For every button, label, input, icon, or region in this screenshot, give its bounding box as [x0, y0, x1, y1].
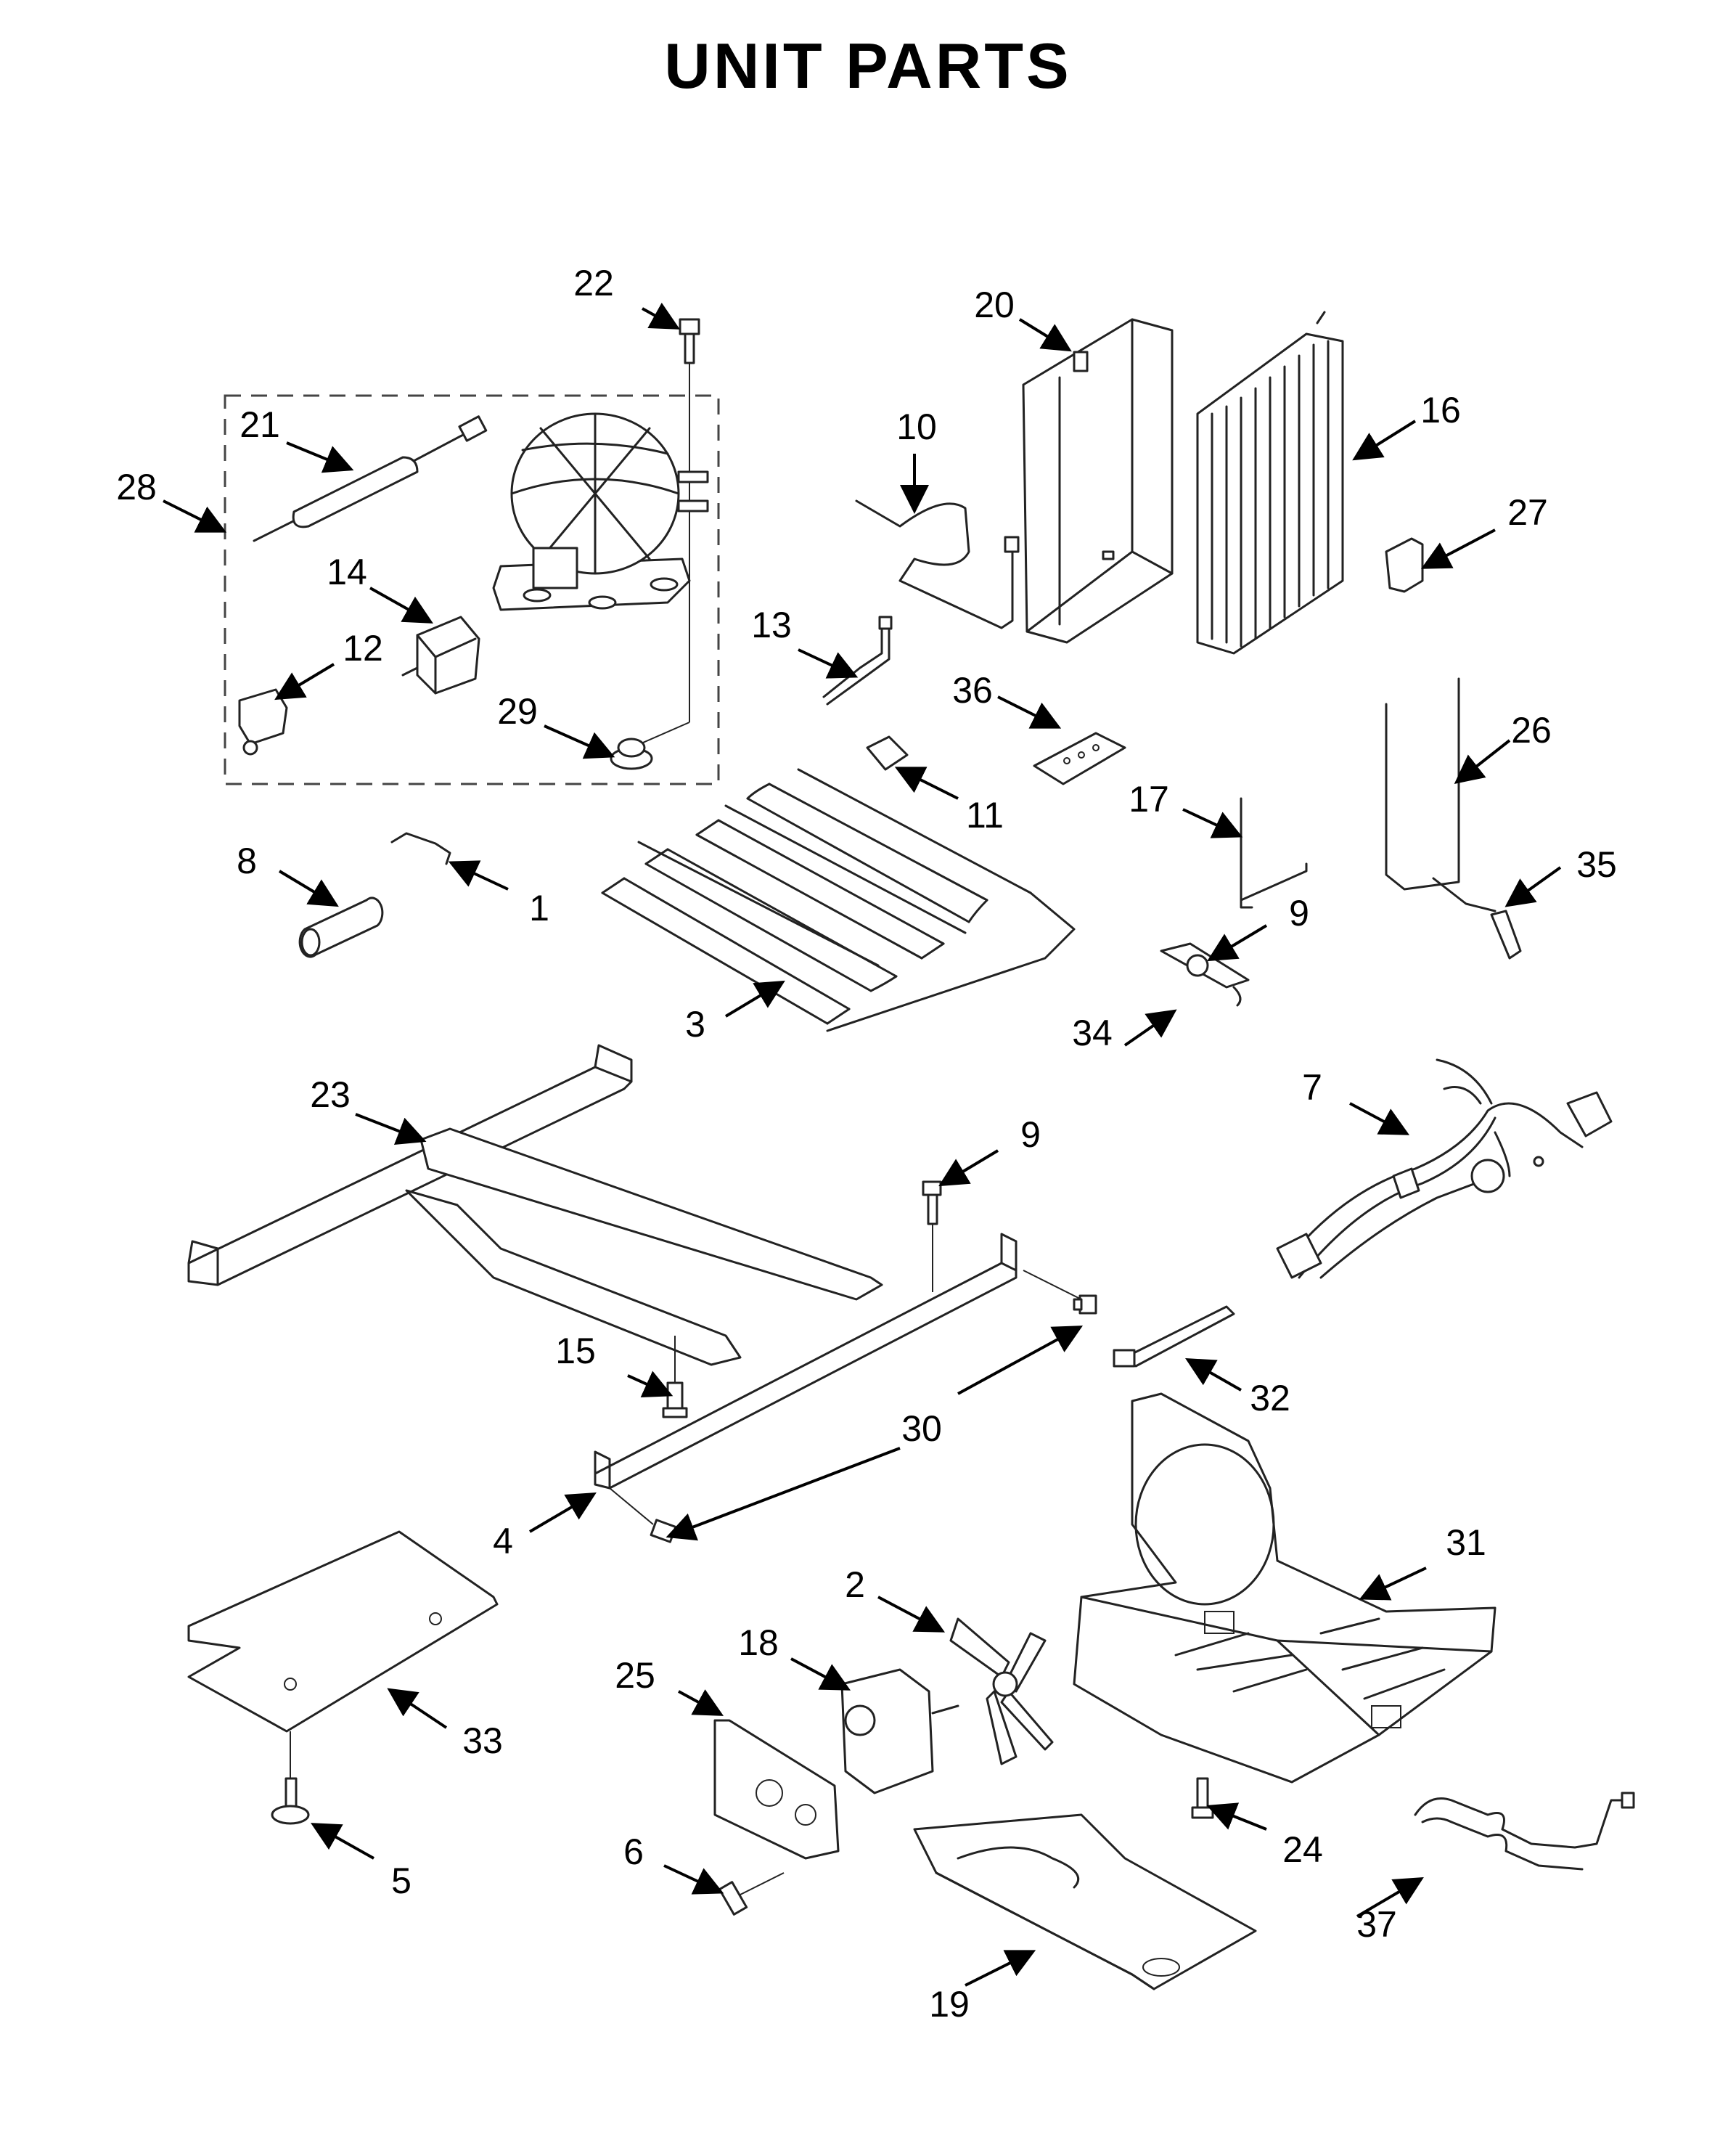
- callout-8: 8: [237, 841, 257, 881]
- callout-11: 11: [966, 795, 1004, 836]
- part-tube-37: [1414, 1792, 1635, 1871]
- part-clip-11: [866, 735, 909, 771]
- callout-1: 1: [529, 888, 549, 928]
- part-condenser-16: [1196, 311, 1344, 655]
- part-board-36: [1033, 732, 1126, 785]
- page-title: UNIT PARTS: [664, 30, 1072, 102]
- compressor-kit-outline: [224, 394, 720, 785]
- part-drier-21: [253, 415, 488, 542]
- callout-24: 24: [1282, 1829, 1323, 1870]
- callout-21: 21: [239, 404, 280, 445]
- part-bracket-25: [713, 1719, 840, 1860]
- callout-12: 12: [343, 628, 383, 669]
- part-overload-12: [238, 688, 288, 756]
- callout-20: 20: [974, 285, 1015, 325]
- callout-5: 5: [391, 1861, 412, 1901]
- part-frame-23: [187, 1044, 883, 1366]
- part-drain-pan-19: [913, 1813, 1257, 1990]
- callout-35: 35: [1576, 844, 1617, 885]
- callout-15: 15: [555, 1331, 596, 1371]
- part-screw-24: [1191, 1777, 1214, 1819]
- part-shroud-20: [1022, 318, 1174, 644]
- callout-9-top: 9: [1289, 893, 1309, 934]
- part-thermistor-26: [1385, 677, 1522, 960]
- callout-13: 13: [751, 605, 792, 645]
- callout-30: 30: [901, 1408, 942, 1449]
- callout-17: 17: [1129, 779, 1169, 820]
- callout-23: 23: [310, 1074, 351, 1115]
- part-relay-14: [401, 616, 480, 695]
- callout-28: 28: [116, 467, 157, 507]
- callout-26: 26: [1511, 710, 1552, 751]
- part-motor-18: [840, 1668, 959, 1794]
- callout-14: 14: [327, 552, 367, 592]
- callout-16: 16: [1420, 390, 1461, 430]
- part-bracket-34: [1160, 942, 1250, 1007]
- callout-34: 34: [1072, 1013, 1113, 1053]
- part-screw-22: [631, 318, 700, 748]
- part-fan-2: [949, 1617, 1054, 1765]
- part-cable-tie-32: [1113, 1305, 1235, 1368]
- part-evaporator-3: [601, 768, 1076, 1032]
- part-bracket-17: [1240, 797, 1308, 909]
- callout-36: 36: [952, 670, 993, 711]
- callout-4: 4: [493, 1521, 513, 1561]
- callout-6: 6: [623, 1831, 644, 1872]
- part-tube-10: [855, 499, 1020, 629]
- part-screw-6: [718, 1872, 785, 1916]
- callout-31: 31: [1446, 1522, 1486, 1563]
- callout-32: 32: [1250, 1378, 1290, 1418]
- callout-25: 25: [615, 1655, 655, 1696]
- part-grommet-29: [610, 738, 653, 770]
- part-screw-5: [271, 1731, 310, 1825]
- callout-19: 19: [929, 1984, 970, 2025]
- callout-27: 27: [1507, 492, 1548, 533]
- callout-29: 29: [497, 691, 538, 732]
- callout-33: 33: [462, 1720, 503, 1761]
- part-screw-9: [922, 1180, 942, 1292]
- callout-37: 37: [1356, 1904, 1397, 1945]
- callout-2: 2: [845, 1564, 865, 1605]
- part-base-31: [1073, 1392, 1497, 1784]
- callout-10: 10: [896, 407, 937, 447]
- callout-9-mid: 9: [1020, 1114, 1041, 1155]
- part-bracket-27: [1385, 537, 1424, 593]
- part-tube-13: [822, 616, 893, 706]
- leader-arrows: [163, 302, 1562, 1987]
- callout-3: 3: [685, 1004, 705, 1045]
- part-tube-8: [298, 896, 384, 958]
- part-rail-4: [594, 1233, 1018, 1490]
- callout-18: 18: [738, 1622, 779, 1663]
- part-compressor: [492, 412, 709, 611]
- part-clip-1: [390, 832, 451, 865]
- part-cover-33: [187, 1530, 499, 1733]
- callout-7: 7: [1302, 1067, 1322, 1108]
- callout-labels: 22 20 16 21 10 28 27 14 12 13 36 29 26 1…: [116, 263, 1617, 2025]
- part-harness-7: [1276, 1058, 1613, 1279]
- callout-22: 22: [573, 263, 614, 303]
